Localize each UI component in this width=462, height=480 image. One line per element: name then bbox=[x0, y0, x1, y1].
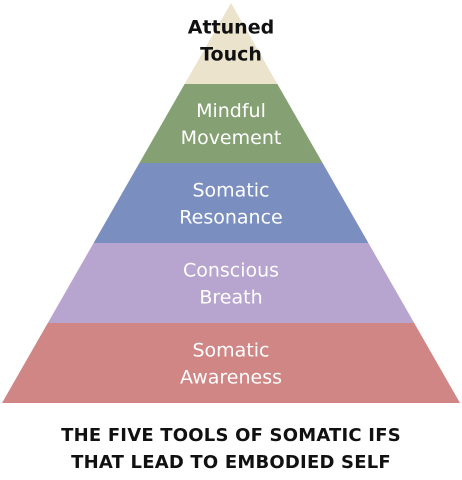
pyramid-labels: AttunedTouchMindfulMovementSomaticResona… bbox=[179, 17, 282, 389]
tier-label-somatic-resonance-line-1: Somatic bbox=[192, 180, 269, 202]
tier-label-somatic-awareness-line-1: Somatic bbox=[192, 340, 269, 362]
tier-label-attuned-touch-line-2: Touch bbox=[200, 44, 262, 66]
tier-label-somatic-resonance-line-2: Resonance bbox=[179, 207, 282, 229]
tier-conscious-breath bbox=[47, 243, 415, 323]
pyramid-diagram: AttunedTouchMindfulMovementSomaticResona… bbox=[2, 3, 460, 403]
diagram-caption: THE FIVE TOOLS OF SOMATIC IFS THAT LEAD … bbox=[0, 422, 462, 476]
tier-label-mindful-movement-line-2: Movement bbox=[181, 127, 282, 149]
tier-label-conscious-breath-line-2: Breath bbox=[199, 287, 262, 309]
caption-line-1: THE FIVE TOOLS OF SOMATIC IFS bbox=[61, 425, 401, 446]
tier-label-mindful-movement-line-1: Mindful bbox=[196, 100, 266, 122]
tier-label-attuned-touch-line-1: Attuned bbox=[188, 17, 274, 39]
tier-label-conscious-breath-line-1: Conscious bbox=[183, 260, 279, 282]
tier-somatic-resonance bbox=[93, 163, 369, 243]
pyramid-tiers bbox=[2, 3, 460, 403]
caption-line-2: THAT LEAD TO EMBODIED SELF bbox=[71, 452, 391, 473]
tier-somatic-awareness bbox=[2, 323, 460, 403]
tier-attuned-touch bbox=[184, 3, 278, 84]
tier-mindful-movement bbox=[139, 84, 323, 163]
tier-label-somatic-awareness-line-2: Awareness bbox=[180, 367, 282, 389]
